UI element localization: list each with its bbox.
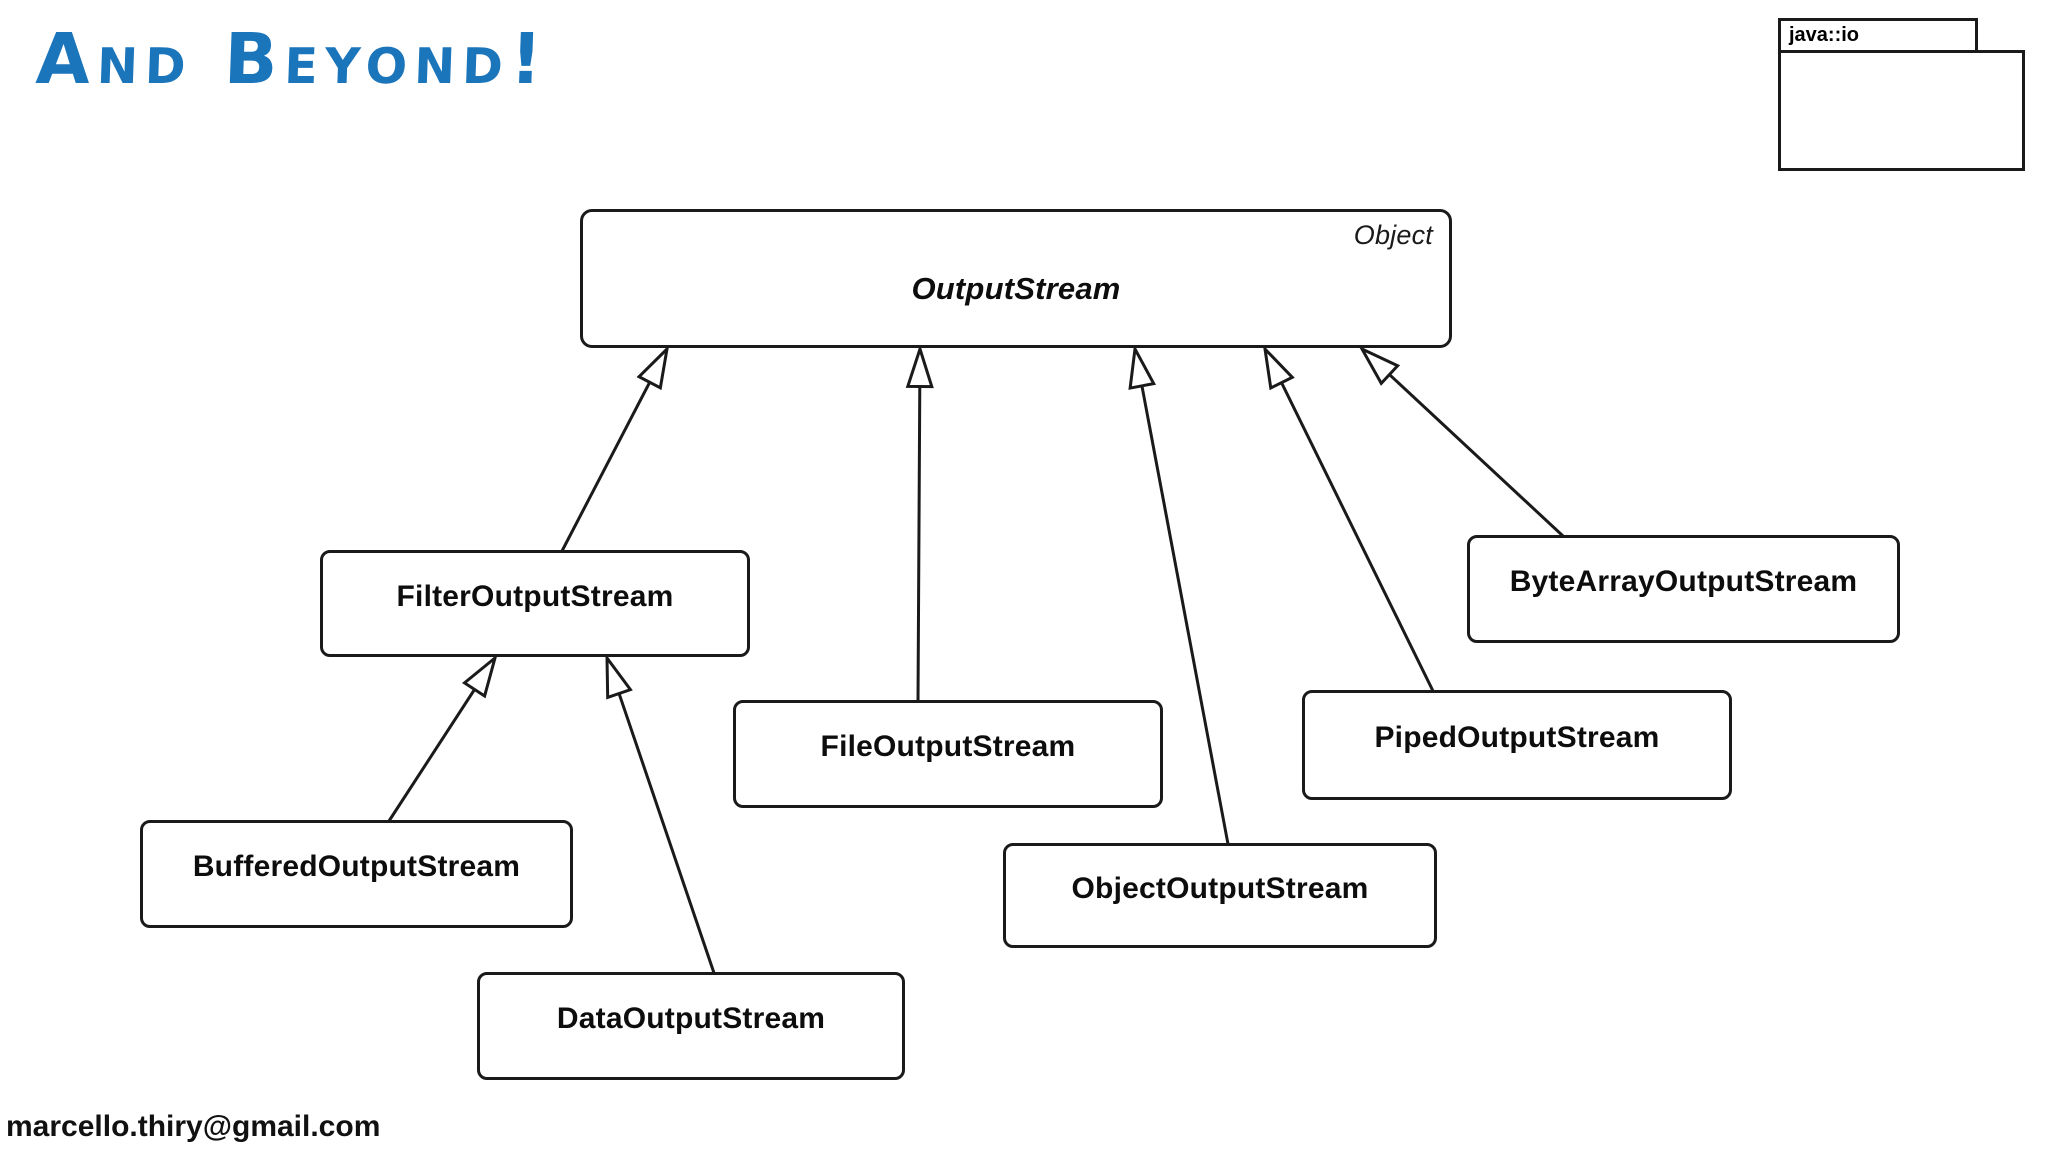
author-email: marcello.thiry@gmail.com — [6, 1110, 381, 1143]
class-box-outputstream: Object OutputStream — [580, 209, 1452, 348]
class-label: PipedOutputStream — [1374, 721, 1660, 754]
class-label: ObjectOutputStream — [1071, 871, 1369, 905]
class-box-bufferedoutputstream: BufferedOutputStream — [140, 820, 573, 928]
superclass-annotation: Object — [1353, 220, 1433, 250]
arrow-piped-to-outputstream — [1265, 349, 1435, 692]
arrow-object-to-outputstream — [1135, 349, 1230, 845]
class-label: BufferedOutputStream — [192, 850, 521, 883]
arrow-file-to-outputstream — [918, 349, 920, 702]
arrow-data-to-filter — [607, 658, 716, 974]
class-label: FilterOutputStream — [396, 579, 674, 613]
package-name: java::io — [1789, 24, 1860, 46]
class-box-filteroutputstream: FilterOutputStream — [320, 550, 750, 657]
arrow-bytearray-to-outputstream — [1362, 349, 1565, 538]
class-box-pipedoutputstream: PipedOutputStream — [1302, 690, 1732, 800]
package-tab: java::io — [1778, 18, 1978, 53]
arrow-filter-to-outputstream — [560, 349, 667, 552]
class-box-objectoutputstream: ObjectOutputStream — [1003, 843, 1437, 948]
class-label: FileOutputStream — [820, 730, 1076, 763]
package-body — [1778, 50, 2025, 171]
arrow-buffered-to-filter — [387, 658, 495, 822]
class-label: OutputStream — [911, 271, 1121, 307]
class-box-dataoutputstream: DataOutputStream — [477, 972, 905, 1080]
class-label: DataOutputStream — [556, 1002, 826, 1035]
class-box-bytearrayoutputstream: ByteArrayOutputStream — [1467, 535, 1900, 643]
class-box-fileoutputstream: FileOutputStream — [733, 700, 1163, 808]
class-label: ByteArrayOutputStream — [1509, 565, 1858, 598]
